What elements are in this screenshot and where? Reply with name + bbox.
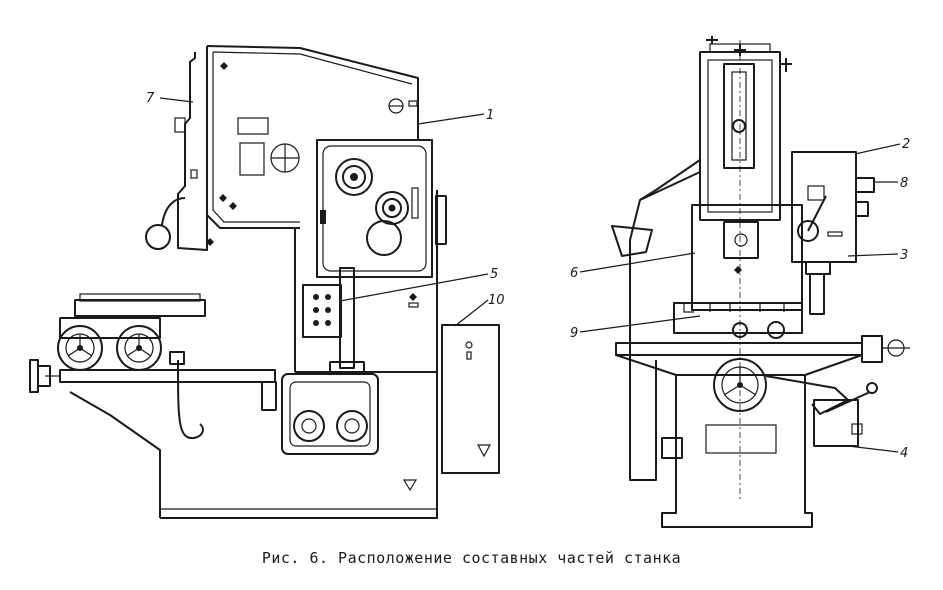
callout-numbers: 1 2 3 4 5 6 7 8 9 10: [146, 91, 910, 461]
callout-10: 10: [488, 293, 505, 308]
headstock-housing: [206, 45, 433, 265]
gearbox-panel: [316, 139, 433, 278]
saddle-gearbox: [281, 373, 379, 455]
spindle-attachment: [177, 52, 208, 251]
callout-9: 9: [570, 326, 578, 341]
callout-6: 6: [570, 266, 578, 281]
control-block: [302, 284, 342, 338]
tool-holder: [723, 221, 759, 259]
front-base: [661, 374, 813, 528]
side-view: [29, 45, 500, 519]
handwheel-left: [57, 325, 103, 371]
callout-4: 4: [900, 446, 908, 461]
vertical-shaft: [339, 267, 355, 369]
side-base: [69, 371, 438, 519]
callout-8: 8: [900, 176, 908, 191]
figure-caption: Рис. 6. Расположение составных частей ст…: [261, 549, 682, 567]
side-table: [74, 299, 206, 317]
front-handwheel: [713, 358, 767, 412]
front-view: [611, 36, 910, 528]
electric-cabinet: [441, 324, 500, 474]
front-table: [673, 302, 803, 334]
front-column: [629, 171, 701, 481]
callout-leaders: [159, 97, 901, 453]
handwheel-right: [116, 325, 162, 371]
feed-screw: [59, 369, 276, 383]
feed-motor: [813, 399, 859, 447]
callout-3: 3: [900, 248, 908, 263]
callout-2: 2: [902, 137, 910, 152]
cross-rail: [615, 342, 863, 356]
callout-1: 1: [486, 108, 494, 123]
callout-7: 7: [146, 91, 155, 106]
callout-5: 5: [490, 267, 498, 282]
